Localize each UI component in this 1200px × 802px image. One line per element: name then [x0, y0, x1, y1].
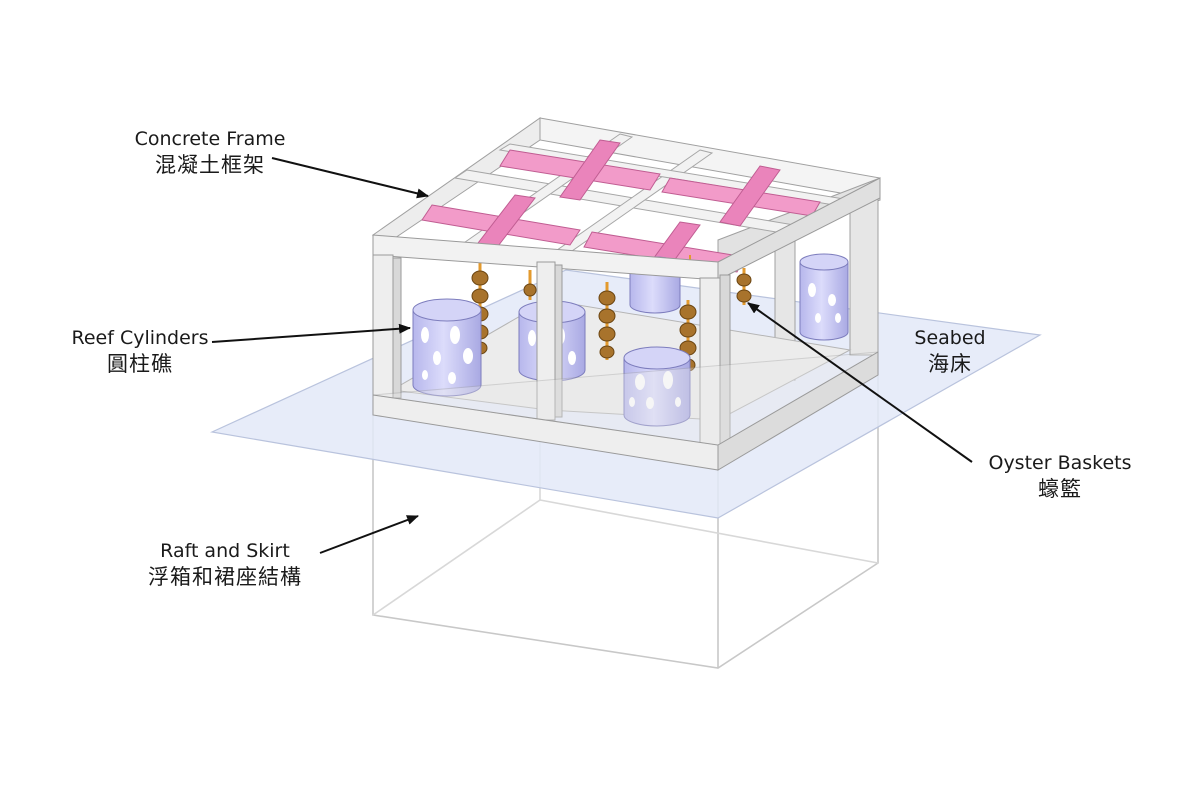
oyster-baskets	[471, 255, 752, 372]
label-seabed: Seabed 海床	[880, 327, 1020, 377]
label-reef-cylinders: Reef Cylinders 圓柱礁	[40, 327, 240, 377]
concrete-frame-front	[372, 177, 881, 471]
label-oyster-baskets: Oyster Baskets 蠔籃	[960, 452, 1160, 502]
label-raft-and-skirt-en: Raft and Skirt	[160, 540, 290, 562]
reef-cylinder	[799, 253, 849, 341]
label-concrete-frame: Concrete Frame 混凝土框架	[100, 128, 320, 178]
oyster-chain	[736, 268, 752, 305]
arrow-raft-and-skirt	[319, 515, 419, 554]
leader-arrows	[211, 157, 973, 554]
reef-cylinder	[623, 346, 691, 427]
label-seabed-zh: 海床	[928, 351, 972, 376]
arrow-concrete-frame	[271, 157, 429, 199]
label-reef-cylinders-zh: 圓柱礁	[107, 351, 173, 376]
label-seabed-en: Seabed	[914, 327, 986, 349]
label-oyster-baskets-zh: 蠔籃	[1038, 476, 1082, 501]
label-oyster-baskets-en: Oyster Baskets	[988, 452, 1132, 474]
label-reef-cylinders-en: Reef Cylinders	[71, 327, 209, 349]
label-concrete-frame-zh: 混凝土框架	[155, 152, 265, 177]
reef-cylinder	[412, 298, 482, 397]
arrow-reef-cylinders	[211, 323, 411, 343]
arrow-oyster-baskets	[747, 302, 973, 463]
label-raft-and-skirt-zh: 浮箱和裙座結構	[148, 564, 302, 589]
reef-cylinders	[412, 253, 849, 427]
label-concrete-frame-en: Concrete Frame	[134, 128, 286, 150]
oyster-chain	[598, 282, 616, 360]
label-raft-and-skirt: Raft and Skirt 浮箱和裙座結構	[110, 540, 340, 590]
